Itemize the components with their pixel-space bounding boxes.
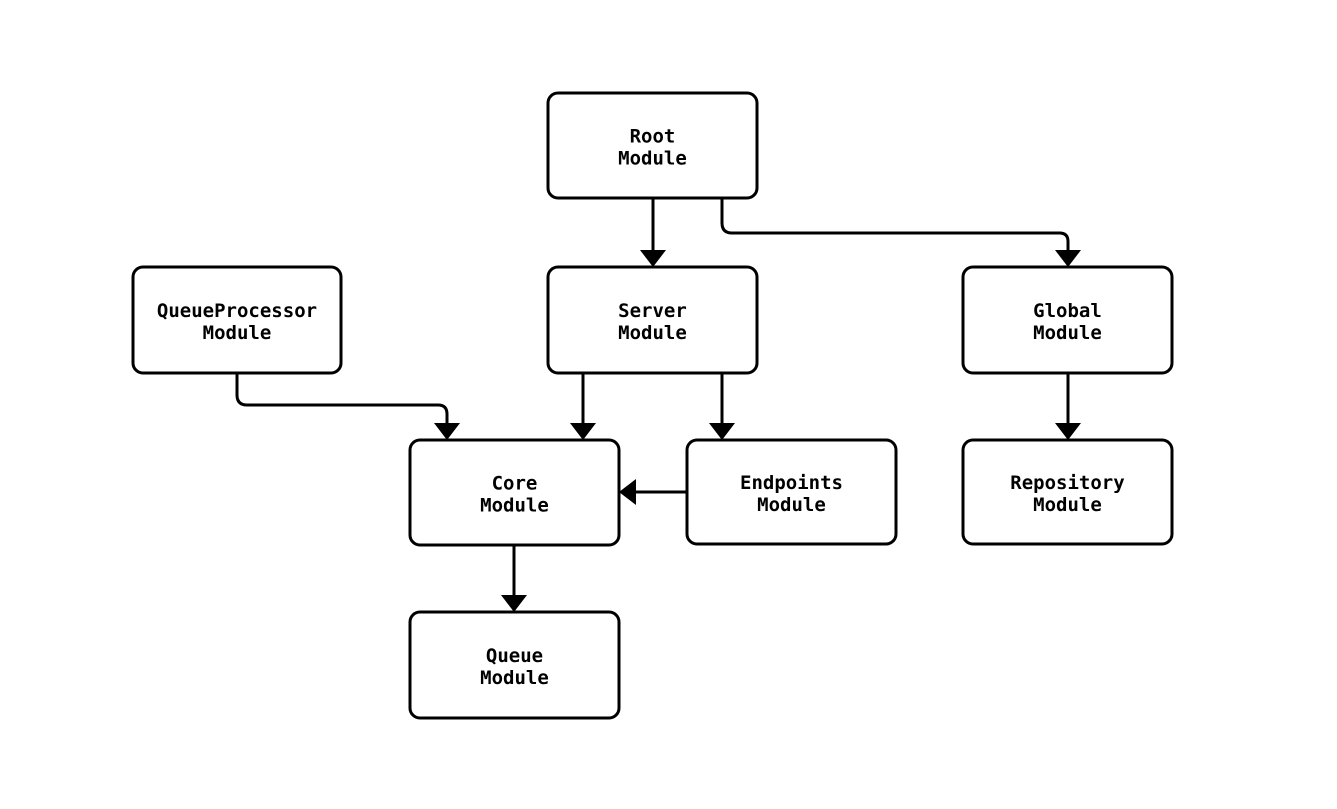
node-box	[961, 265, 1174, 375]
diagram-edge-global-repository	[1055, 373, 1081, 440]
node-box	[408, 610, 621, 720]
arrowhead-icon	[1055, 250, 1081, 267]
edge-line	[720, 198, 1070, 250]
node-label-line: Module	[480, 667, 549, 689]
diagram-edge-server-core	[570, 373, 596, 440]
node-label-line: Server	[618, 300, 687, 322]
diagram-edge-endpoints-core	[619, 479, 687, 505]
arrowhead-icon	[619, 479, 636, 505]
node-label-line: Module	[480, 495, 549, 517]
arrowhead-icon	[640, 250, 666, 267]
node-label-line: Root	[630, 126, 676, 148]
node-label-line: Module	[618, 322, 687, 344]
arrowhead-icon	[709, 423, 735, 440]
node-label-line: Module	[1033, 322, 1102, 344]
diagram-edge-root-global	[720, 198, 1081, 267]
node-label-line: Module	[1033, 494, 1102, 516]
node-box	[131, 265, 343, 375]
node-label-line: Module	[618, 148, 687, 170]
node-label-line: Module	[203, 322, 272, 344]
node-label-line: Endpoints	[740, 472, 843, 494]
node-label-line: Core	[492, 473, 538, 495]
node-label-line: Repository	[1010, 472, 1124, 494]
diagram-edge-server-endpoints	[709, 373, 735, 440]
diagram-edge-queueprocessor-core	[235, 373, 460, 440]
node-label-line: QueueProcessor	[157, 300, 317, 322]
node-box	[546, 91, 759, 200]
diagram-edge-root-server	[640, 198, 666, 267]
node-label-line: Queue	[486, 645, 543, 667]
edge-line	[235, 373, 449, 423]
node-box	[685, 438, 898, 546]
node-box	[961, 438, 1174, 546]
node-label-line: Module	[757, 494, 826, 516]
arrowhead-icon	[434, 423, 460, 440]
node-label-line: Global	[1033, 300, 1102, 322]
arrowhead-icon	[501, 595, 527, 612]
node-box	[546, 265, 759, 375]
arrowhead-icon	[570, 423, 596, 440]
node-box	[408, 438, 621, 547]
arrowhead-icon	[1055, 423, 1081, 440]
diagram-edge-core-queue	[501, 545, 527, 612]
